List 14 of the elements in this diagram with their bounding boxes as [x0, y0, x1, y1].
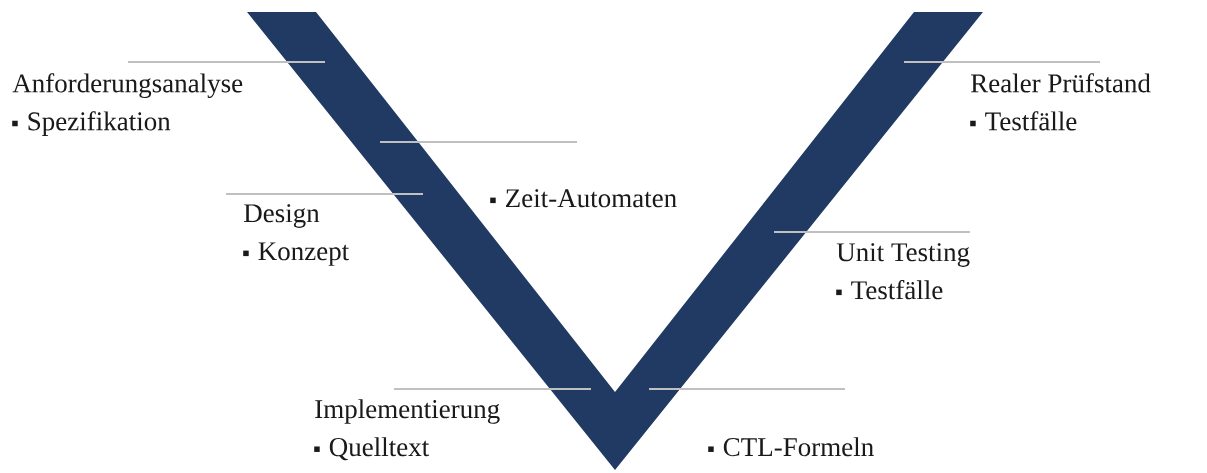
leader-line [773, 231, 971, 233]
text-label: Unit Testing Testfälle [836, 243, 970, 300]
text-label: Realer Prüfstand Testfälle [970, 73, 1151, 131]
text-label: Implementierung Quelltext [314, 399, 500, 461]
text-label: CTL-Formeln [708, 437, 874, 457]
leader-line [648, 388, 846, 390]
text-label: Design Konzept [243, 204, 349, 266]
text-label: Zeit-Automaten [490, 189, 677, 208]
leader-line [225, 193, 424, 195]
leader-line [127, 61, 326, 63]
leader-line [393, 388, 592, 390]
leader-line [379, 141, 578, 143]
leader-line [903, 61, 1101, 63]
text-label: Anforderungsanalyse Spezifikation [12, 73, 243, 136]
